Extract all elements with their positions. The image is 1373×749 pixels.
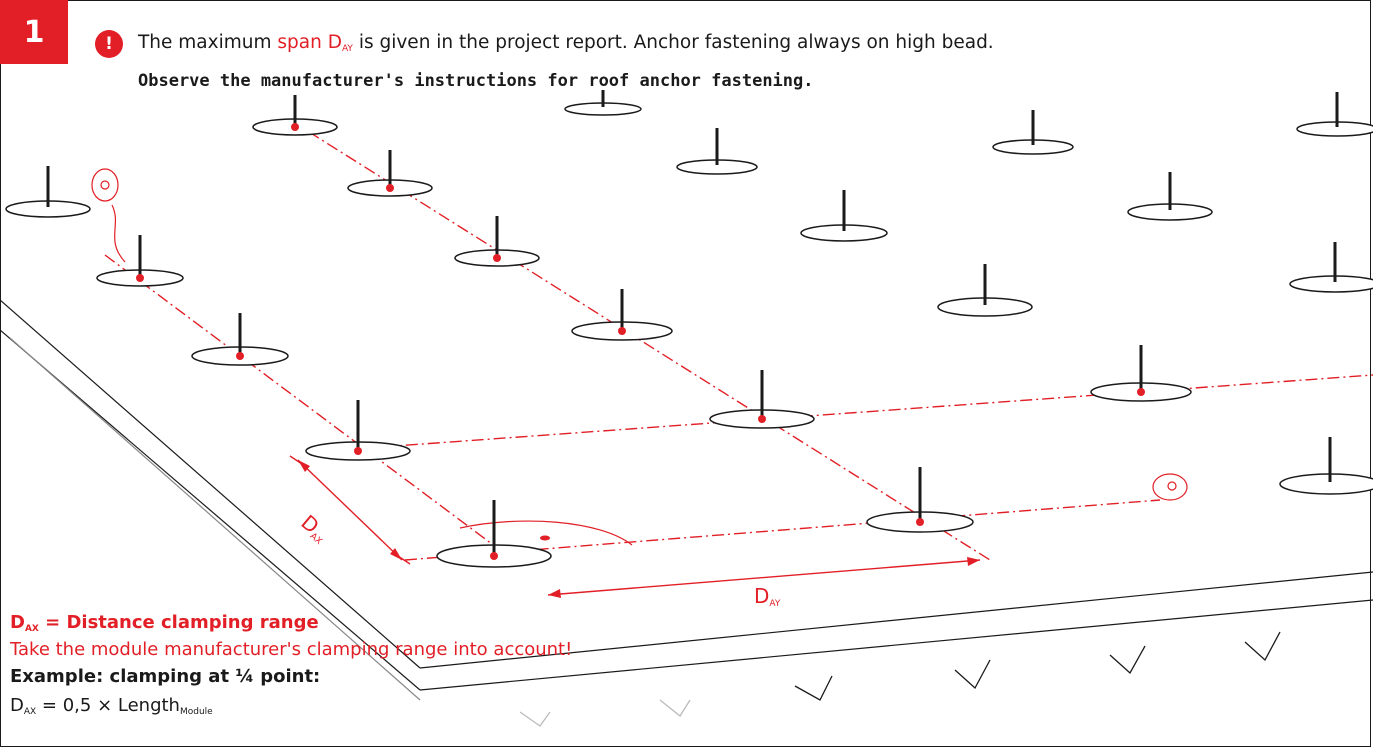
slab-front-edge <box>419 571 1373 669</box>
roof-slab <box>0 299 1373 701</box>
guide-lines <box>104 119 1373 561</box>
anchors <box>5 90 1373 568</box>
legend-note: Take the module manufacturer's clamping … <box>10 639 573 660</box>
trapezoid-ribs <box>519 631 1281 727</box>
legend-title: DAX = Distance clamping range <box>10 612 319 634</box>
anchor-19 <box>1296 92 1373 137</box>
fastening-points <box>136 123 1145 560</box>
span-label: span DAY <box>277 32 353 54</box>
note-post: is given in the project report. Anchor f… <box>352 32 994 53</box>
anchor-20 <box>1289 242 1373 293</box>
note-pre: The maximum <box>138 32 278 53</box>
rope-left <box>111 204 126 263</box>
rope-tag-left <box>91 168 119 202</box>
anchor-ropes <box>91 168 1188 546</box>
rope-tag-right <box>1152 473 1188 501</box>
anchor-12 <box>564 90 642 116</box>
dimension-label-day: DAY <box>754 584 781 609</box>
guide-line-2 <box>104 254 501 551</box>
slab-edge-top <box>0 299 421 669</box>
anchor-14 <box>800 190 888 242</box>
dimension-arrows <box>298 460 980 598</box>
project-note: The maximum span DAY is given in the pro… <box>138 30 994 62</box>
manufacturer-instruction: Observe the manufacturer's instructions … <box>138 71 814 91</box>
dim-line-dax <box>297 459 403 561</box>
anchor-21 <box>1279 437 1373 495</box>
slab-front-edge-lower <box>419 599 1373 691</box>
anchor-11 <box>5 166 91 218</box>
legend-example: Example: clamping at ¼ point: <box>10 666 321 687</box>
anchor-13 <box>676 128 758 175</box>
dim-line-day <box>547 559 981 596</box>
angle-arc <box>459 520 633 546</box>
anchor-15 <box>937 264 1033 317</box>
slab-edge-bottom <box>0 329 421 691</box>
guide-line-3 <box>339 374 1373 451</box>
legend-formula: DAX = 0,5 × LengthModule <box>10 695 213 717</box>
exclamation-icon: ! <box>95 30 123 58</box>
anchor-18 <box>1127 172 1213 221</box>
step-number-badge: 1 <box>0 0 68 64</box>
anchor-17 <box>992 110 1074 155</box>
